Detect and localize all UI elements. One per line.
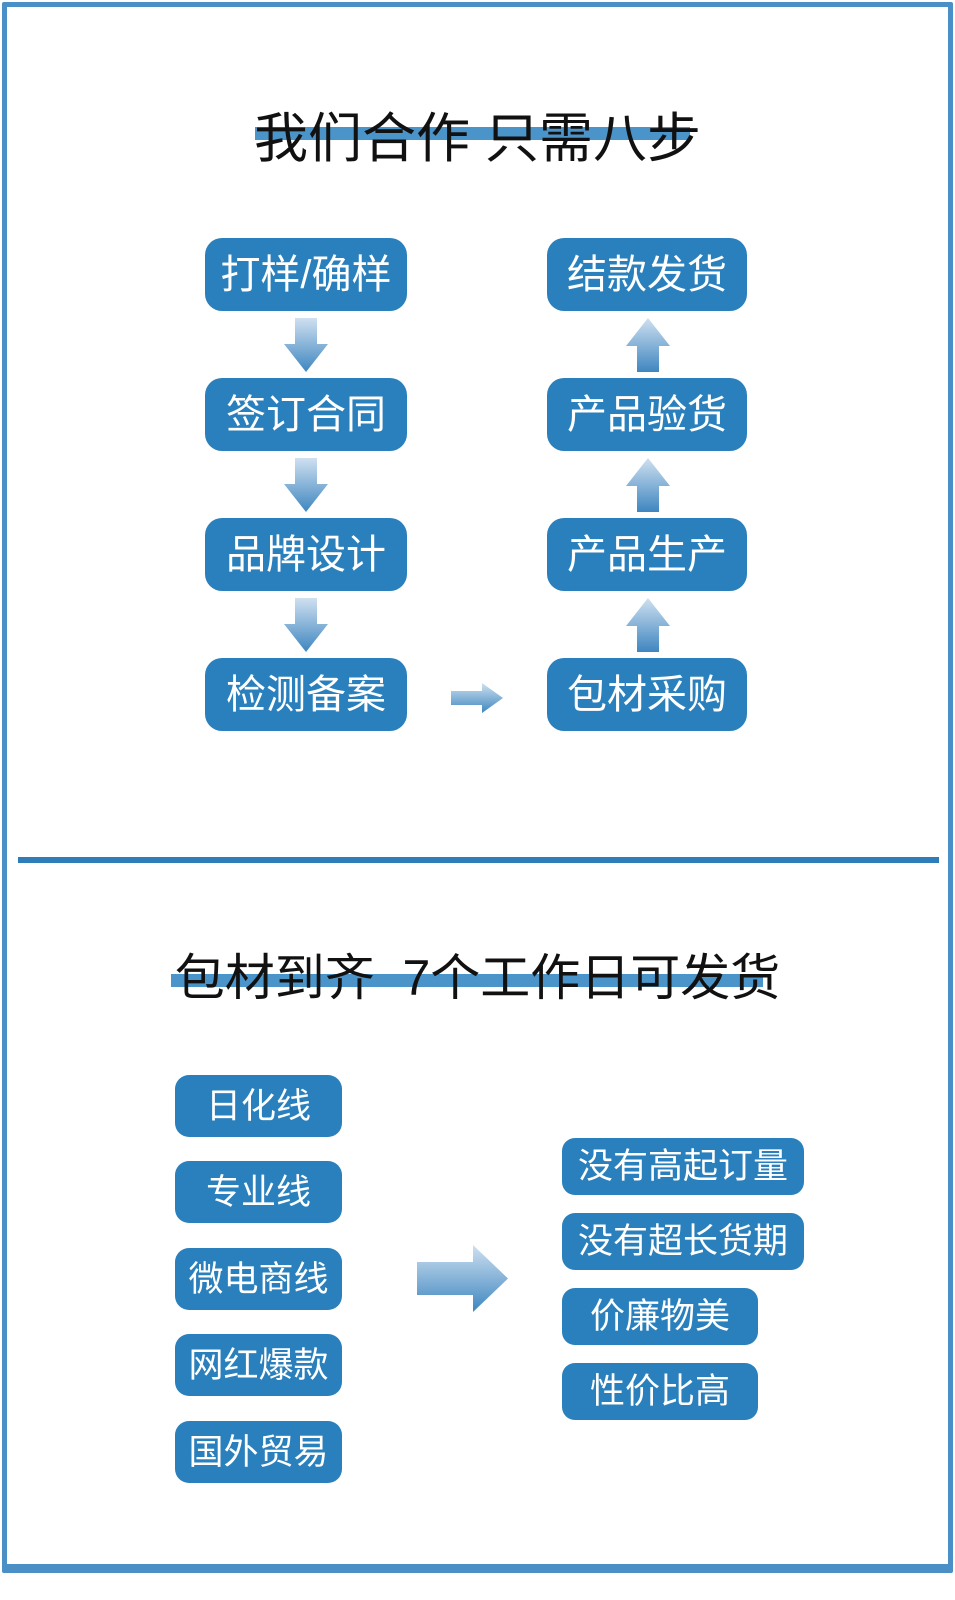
product-line-box: 国外贸易 [175,1421,342,1483]
benefit-label: 价廉物美 [589,1297,730,1336]
benefit-label: 性价比高 [589,1372,730,1411]
step-sampling-box: 打样/确样 [205,238,407,311]
title-underline [171,974,763,987]
product-line-box: 网红爆款 [175,1334,342,1396]
title-underline [255,127,690,140]
benefit-box: 没有高起订量 [562,1138,804,1195]
step-production-box: 产品生产 [547,518,747,591]
step-inspection-box: 产品验货 [547,378,747,451]
arrow-up-icon [626,598,670,652]
step-payment-shipping-box: 结款发货 [547,238,747,311]
section1-title: 我们合作 只需八步 [253,109,701,170]
step-label: 签订合同 [226,392,386,437]
step-brand-design-box: 品牌设计 [205,518,407,591]
step-label: 检测备案 [226,672,386,717]
product-line-label: 专业线 [205,1172,311,1212]
arrow-up-icon [626,318,670,372]
step-packaging-purchase-box: 包材采购 [547,658,747,731]
step-label: 包材采购 [567,672,727,717]
step-label: 打样/确样 [220,252,392,297]
product-line-label: 日化线 [205,1086,311,1126]
step-label: 产品验货 [567,392,727,437]
arrow-up-icon [626,458,670,512]
benefit-label: 没有超长货期 [577,1222,788,1261]
step-label: 产品生产 [567,532,727,577]
step-label: 品牌设计 [226,532,386,577]
section2-title: 包材到齐 7个工作日可发货 [174,949,781,1006]
arrow-down-icon [284,458,328,512]
arrow-down-icon [284,598,328,652]
product-line-box: 日化线 [175,1075,342,1137]
product-line-label: 网红爆款 [188,1345,329,1385]
product-line-box: 专业线 [175,1161,342,1223]
section-divider [18,857,939,863]
benefit-box: 没有超长货期 [562,1213,804,1270]
product-line-label: 国外贸易 [188,1432,329,1472]
arrow-down-icon [284,318,328,372]
step-contract-box: 签订合同 [205,378,407,451]
big-arrow-right-icon [417,1245,508,1312]
step-label: 结款发货 [567,252,727,297]
benefit-label: 没有高起订量 [577,1147,788,1186]
product-line-box: 微电商线 [175,1248,342,1310]
step-testing-filing-box: 检测备案 [205,658,407,731]
arrow-right-icon [451,683,503,713]
benefit-box: 性价比高 [562,1363,758,1420]
benefit-box: 价廉物美 [562,1288,758,1345]
border-frame [2,2,953,1573]
product-line-label: 微电商线 [188,1259,329,1299]
